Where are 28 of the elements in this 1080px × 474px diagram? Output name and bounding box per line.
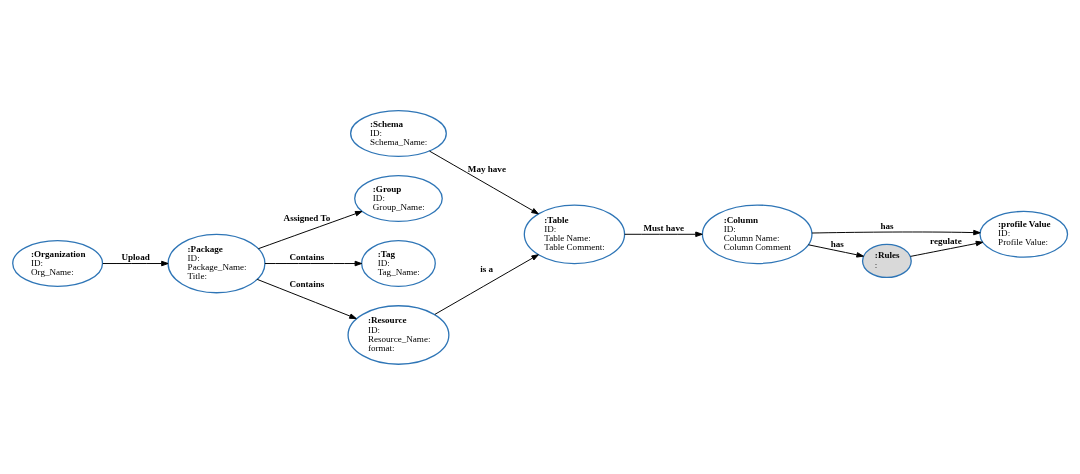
- node-ellipse: :Tag ID: Tag_Name:: [361, 239, 436, 287]
- node-ellipse: :Schema ID: Schema_Name:: [350, 109, 447, 157]
- arrow: [807, 243, 864, 258]
- arrow: [910, 240, 984, 257]
- node-ellipse: :Column ID: Column Name: Column Comment: [701, 203, 813, 264]
- edge-label: Must have: [643, 222, 684, 233]
- node-ellipse: :Rules :: [861, 243, 912, 278]
- edge-label: Upload: [121, 251, 150, 262]
- edge-label: Contains: [289, 278, 325, 289]
- arrow: [434, 253, 539, 315]
- node-ellipse: :profile Value ID: Profile Value:: [979, 210, 1069, 258]
- node-ellipse: :Organization ID: Org_Name:: [12, 239, 104, 287]
- arrow: [257, 210, 363, 249]
- arrow: [811, 229, 981, 235]
- edge-label: has: [880, 220, 894, 231]
- edge-label: Assigned To: [283, 212, 331, 223]
- edge-label: Contains: [289, 251, 325, 262]
- edge-label: May have: [467, 163, 506, 174]
- node-ellipse: :Package ID: Package_Name: Title:: [167, 233, 266, 293]
- node-ellipse: :Table ID: Table Name: Table Comment:: [523, 203, 626, 264]
- arrow: [429, 150, 539, 214]
- edge-label: regulate: [930, 235, 962, 246]
- arrow: [102, 260, 169, 266]
- arrow: [264, 260, 363, 266]
- edge-label: is a: [480, 263, 494, 274]
- arrow: [624, 231, 703, 237]
- edge-label: has: [830, 238, 844, 249]
- arrow: [256, 278, 357, 319]
